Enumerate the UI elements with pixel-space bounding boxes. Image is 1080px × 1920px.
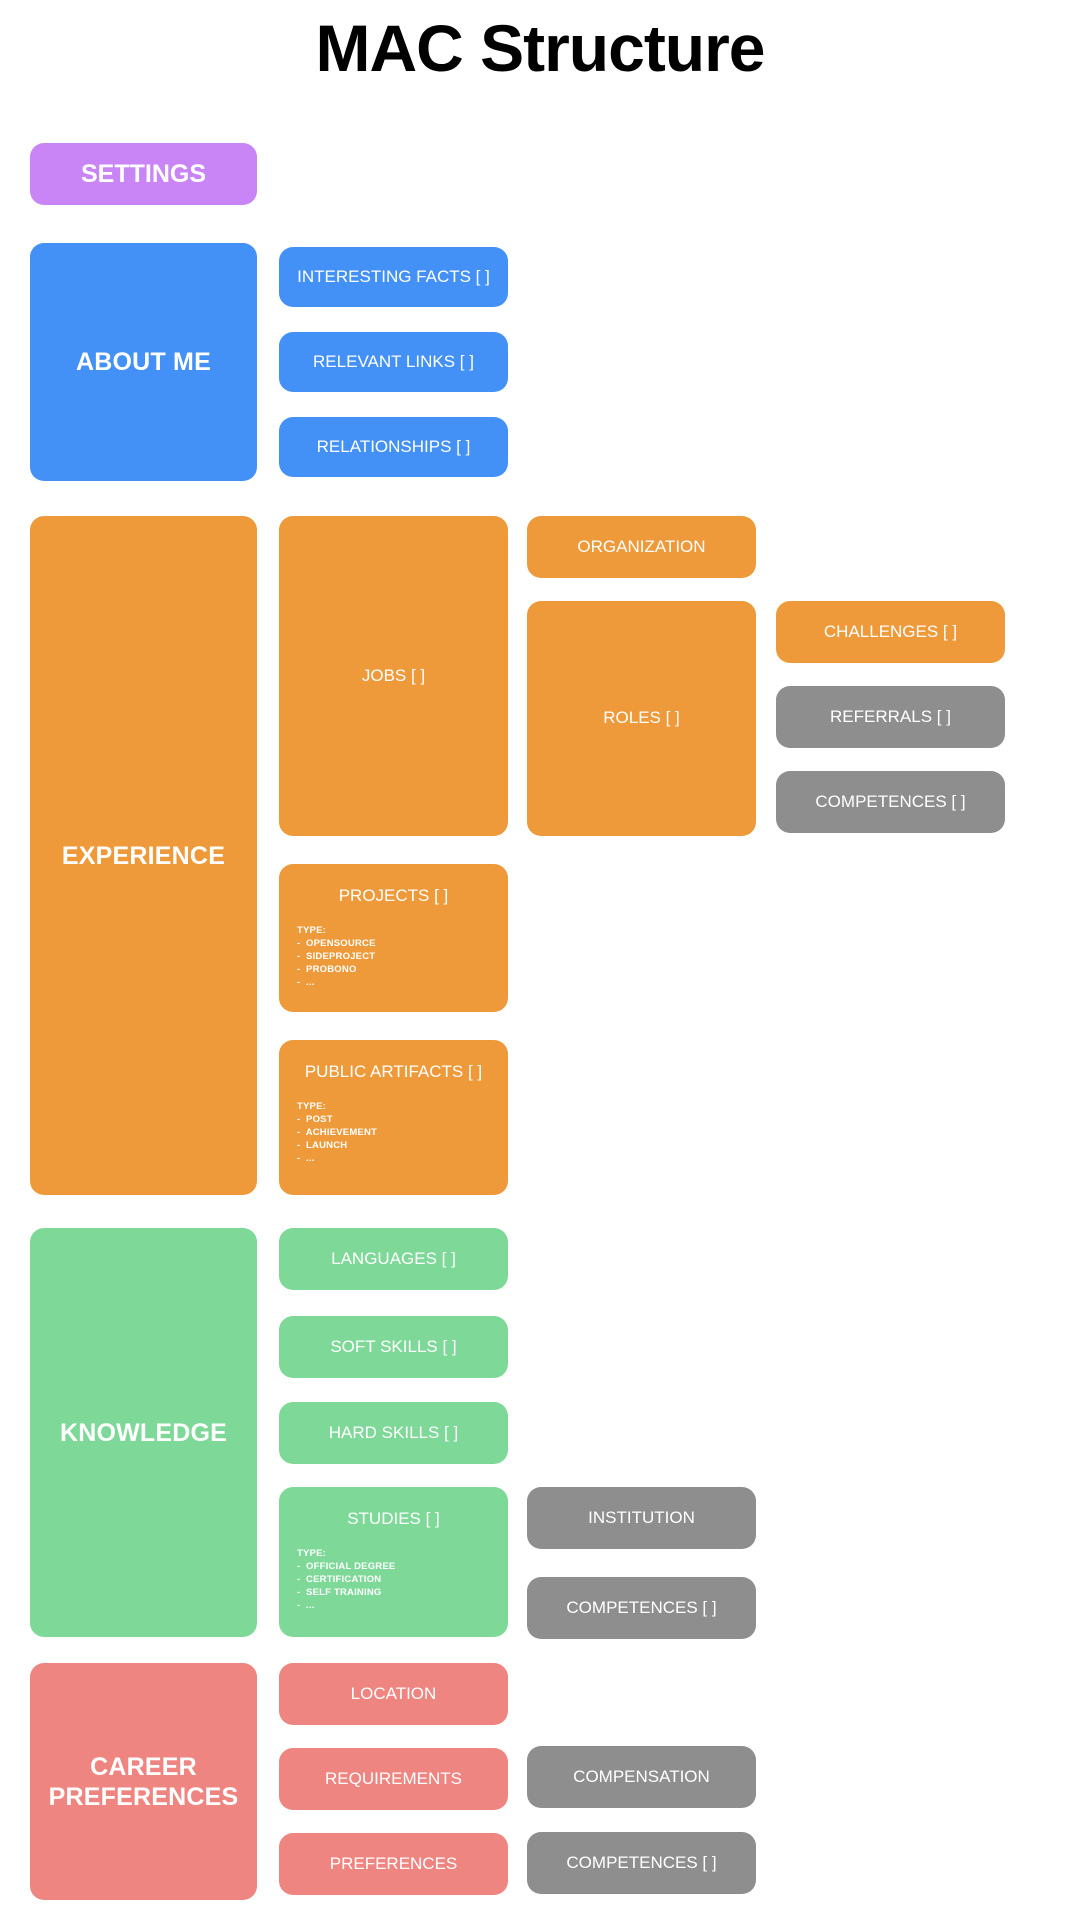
node-organization[interactable]: ORGANIZATION [527,516,756,578]
node-relevant-links[interactable]: RELEVANT LINKS [ ] [279,332,508,392]
node-projects-type-item: - OPENSOURCE [297,938,376,950]
node-jobs[interactable]: JOBS [ ] [279,516,508,836]
node-location-label: LOCATION [350,1683,437,1703]
node-projects-type-item: - SIDEPROJECT [297,951,376,963]
node-studies[interactable]: STUDIES [ ] TYPE: - OFFICIAL DEGREE - CE… [279,1487,508,1637]
node-relationships-label: RELATIONSHIPS [ ] [316,436,471,456]
node-soft-skills-label: SOFT SKILLS [ ] [330,1336,457,1356]
node-knowledge-competences[interactable]: COMPETENCES [ ] [527,1577,756,1639]
node-public-artifacts-type-item: - LAUNCH [297,1140,348,1152]
node-relevant-links-label: RELEVANT LINKS [ ] [313,351,474,371]
node-institution[interactable]: INSTITUTION [527,1487,756,1549]
node-referrals-label: REFERRALS [ ] [830,706,951,726]
node-studies-label: STUDIES [ ] [347,1509,440,1528]
node-compensation[interactable]: COMPENSATION [527,1746,756,1808]
node-projects[interactable]: PROJECTS [ ] TYPE: - OPENSOURCE - SIDEPR… [279,864,508,1012]
node-relationships[interactable]: RELATIONSHIPS [ ] [279,417,508,477]
node-soft-skills[interactable]: SOFT SKILLS [ ] [279,1316,508,1378]
node-experience-label: EXPERIENCE [61,841,226,870]
node-public-artifacts-type-heading: TYPE: [297,1101,326,1113]
node-career-preferences-label-line1: CAREER [90,1752,197,1781]
node-hard-skills-label: HARD SKILLS [ ] [328,1422,459,1442]
node-projects-type-item: - ... [297,977,315,989]
node-hard-skills[interactable]: HARD SKILLS [ ] [279,1402,508,1464]
node-jobs-label: JOBS [ ] [361,665,426,685]
node-roles[interactable]: ROLES [ ] [527,601,756,836]
node-public-artifacts-type-item: - POST [297,1114,333,1126]
node-studies-type-item: - SELF TRAINING [297,1587,382,1599]
node-public-artifacts-label: PUBLIC ARTIFACTS [ ] [304,1062,483,1081]
node-public-artifacts-type-item: - ... [297,1153,315,1165]
node-settings-label: SETTINGS [80,160,206,188]
node-requirements-label: REQUIREMENTS [325,1768,462,1788]
node-roles-label: ROLES [ ] [603,708,680,728]
node-public-artifacts-type-list: TYPE: - POST - ACHIEVEMENT - LAUNCH - ..… [297,1100,508,1165]
node-interesting-facts[interactable]: INTERESTING FACTS [ ] [279,247,508,307]
node-studies-type-item: - CERTIFICATION [297,1574,382,1586]
node-projects-label: PROJECTS [ ] [338,886,449,905]
node-studies-type-item: - OFFICIAL DEGREE [297,1561,396,1573]
node-knowledge[interactable]: KNOWLEDGE [30,1228,257,1637]
node-requirements[interactable]: REQUIREMENTS [279,1748,508,1810]
node-organization-label: ORGANIZATION [577,536,706,556]
node-referrals[interactable]: REFERRALS [ ] [776,686,1005,748]
node-challenges[interactable]: CHALLENGES [ ] [776,601,1005,663]
node-projects-type-heading: TYPE: [297,925,326,937]
node-experience-competences[interactable]: COMPETENCES [ ] [776,771,1005,833]
node-studies-type-item: - ... [297,1600,315,1612]
node-knowledge-competences-label: COMPETENCES [ ] [566,1597,717,1617]
node-public-artifacts-type-item: - ACHIEVEMENT [297,1127,378,1139]
node-projects-type-item: - PROBONO [297,964,357,976]
page-title: MAC Structure [315,11,765,85]
node-compensation-label: COMPENSATION [573,1766,710,1786]
node-about-me[interactable]: ABOUT ME [30,243,257,481]
node-studies-type-heading: TYPE: [297,1548,326,1560]
node-languages-label: LANGUAGES [ ] [331,1248,456,1268]
node-career-competences-label: COMPETENCES [ ] [566,1852,717,1872]
node-about-me-label: ABOUT ME [76,348,211,376]
node-projects-type-list: TYPE: - OPENSOURCE - SIDEPROJECT - PROBO… [297,924,508,989]
node-location[interactable]: LOCATION [279,1663,508,1725]
node-interesting-facts-label: INTERESTING FACTS [ ] [297,266,490,286]
node-preferences-label: PREFERENCES [329,1853,458,1873]
node-career-preferences-label-line2: PREFERENCES [48,1782,239,1811]
node-career-preferences[interactable]: CAREER PREFERENCES [30,1663,257,1900]
node-experience-competences-label: COMPETENCES [ ] [815,791,966,811]
node-preferences[interactable]: PREFERENCES [279,1833,508,1895]
node-settings[interactable]: SETTINGS [30,143,257,205]
node-studies-type-list: TYPE: - OFFICIAL DEGREE - CERTIFICATION … [297,1547,508,1612]
node-languages[interactable]: LANGUAGES [ ] [279,1228,508,1290]
node-career-competences[interactable]: COMPETENCES [ ] [527,1832,756,1894]
node-challenges-label: CHALLENGES [ ] [823,621,958,641]
node-institution-label: INSTITUTION [588,1507,695,1527]
node-experience[interactable]: EXPERIENCE [30,516,257,1195]
node-knowledge-label: KNOWLEDGE [59,1418,228,1447]
node-public-artifacts[interactable]: PUBLIC ARTIFACTS [ ] TYPE: - POST - ACHI… [279,1040,508,1195]
